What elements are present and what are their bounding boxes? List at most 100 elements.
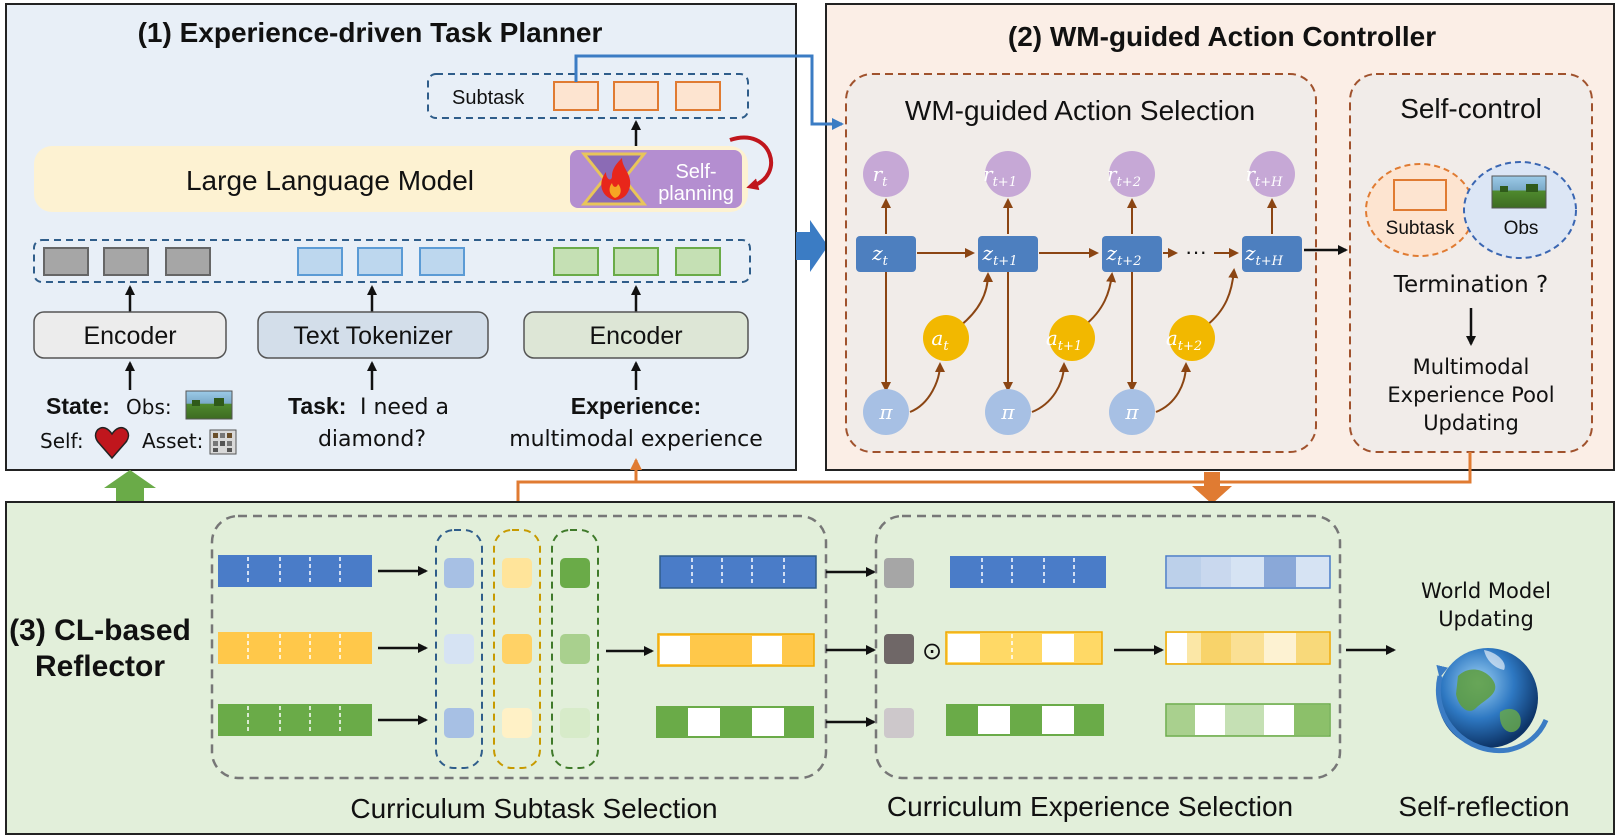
termination-label: Termination ? bbox=[1393, 272, 1548, 298]
svg-text:rt+2: rt+2 bbox=[1107, 162, 1141, 190]
experience-text: multimodal experience bbox=[509, 427, 763, 452]
token-row bbox=[33, 239, 751, 283]
step-t-plus-1: rt+1 zt+1 π at+1 bbox=[978, 151, 1095, 435]
svg-text:zt+1: zt+1 bbox=[982, 241, 1018, 269]
curriculum-subtask-box bbox=[210, 514, 828, 780]
task-line1: I need a bbox=[360, 395, 449, 420]
encoder-right: Encoder bbox=[523, 311, 749, 359]
selected-bar-blue bbox=[659, 555, 817, 589]
svg-text:rt+H: rt+H bbox=[1245, 162, 1283, 190]
policy-node bbox=[1109, 389, 1155, 435]
svg-text:π: π bbox=[878, 400, 893, 424]
pool-line2: Experience Pool bbox=[1387, 383, 1554, 407]
action-selection-box: WM-guided Action Selection bbox=[845, 73, 1317, 453]
curriculum-experience-caption: Curriculum Experience Selection bbox=[887, 791, 1293, 822]
experience-bar-yellow bbox=[945, 631, 1103, 665]
svg-text:π: π bbox=[1124, 400, 1139, 424]
svg-text:zt+H: zt+H bbox=[1244, 241, 1284, 269]
weight-square-2 bbox=[884, 634, 914, 664]
svg-text:zt: zt bbox=[871, 241, 889, 269]
weight-square-1 bbox=[884, 558, 914, 588]
reward-node bbox=[1109, 151, 1155, 197]
subtask-bar-green bbox=[218, 704, 372, 736]
weighted-bar-blue bbox=[1165, 555, 1331, 589]
step-t-plus-2: rt+2 zt+2 π at+2 bbox=[1102, 151, 1215, 435]
reward-node bbox=[1249, 151, 1295, 197]
controller-title: (2) WM-guided Action Controller bbox=[1008, 21, 1436, 52]
asset-label: Asset: bbox=[142, 429, 203, 453]
svg-text:π: π bbox=[1000, 400, 1015, 424]
subtask-label: Subtask bbox=[452, 87, 525, 109]
policy-node bbox=[985, 389, 1031, 435]
latent-node bbox=[978, 236, 1038, 272]
self-control-obs-label: Obs bbox=[1504, 218, 1539, 239]
globe-icon bbox=[1438, 648, 1538, 748]
self-reflection-caption: Self-reflection bbox=[1398, 791, 1569, 822]
self-control-title: Self-control bbox=[1400, 93, 1542, 124]
reward-node bbox=[863, 151, 909, 197]
planner-to-controller-arrow bbox=[796, 220, 828, 272]
curriculum-subtask-caption: Curriculum Subtask Selection bbox=[350, 793, 717, 824]
task-line2: diamond? bbox=[318, 427, 426, 452]
selected-bar-green bbox=[656, 706, 814, 738]
obs-label: Obs: bbox=[126, 395, 172, 419]
world-model-line1: World Model bbox=[1421, 579, 1551, 603]
policy-node bbox=[863, 389, 909, 435]
weighted-bar-green bbox=[1165, 703, 1331, 737]
subtask-output-box: Subtask bbox=[427, 73, 749, 119]
experience-bar-green bbox=[946, 704, 1104, 736]
llm-label: Large Language Model bbox=[186, 165, 474, 196]
experience-bar-blue bbox=[950, 556, 1106, 588]
svg-text:zt+2: zt+2 bbox=[1106, 241, 1142, 269]
self-control-subtask-label: Subtask bbox=[1386, 218, 1455, 239]
text-tokenizer: Text Tokenizer bbox=[257, 311, 489, 359]
step-t-plus-h: rt+H zt+H bbox=[1242, 151, 1302, 272]
subtask-bar-yellow bbox=[218, 632, 372, 664]
planner-panel: (1) Experience-driven Task Planner Subta… bbox=[5, 3, 797, 471]
planner-title: (1) Experience-driven Task Planner bbox=[138, 17, 603, 48]
reflector-title-line2: Reflector bbox=[35, 650, 165, 683]
reflector-title-line1: (3) CL-based bbox=[9, 614, 191, 647]
experience-input: Experience: multimodal experience bbox=[509, 393, 763, 452]
transition-arrows bbox=[881, 198, 1277, 413]
curriculum-experience-box: ⊙ bbox=[874, 514, 1342, 780]
task-input: Task: I need a diamond? bbox=[288, 393, 449, 452]
heart-icon bbox=[94, 426, 130, 460]
weighted-bar-yellow bbox=[1165, 631, 1331, 665]
encoder-right-label: Encoder bbox=[589, 322, 682, 350]
self-label: Self: bbox=[40, 429, 84, 453]
fire-icon bbox=[601, 158, 631, 200]
svg-text:rt: rt bbox=[873, 162, 889, 190]
reward-node bbox=[985, 151, 1031, 197]
encoder-left-label: Encoder bbox=[83, 322, 176, 350]
svg-text:at: at bbox=[931, 326, 949, 354]
experience-label: Experience: bbox=[571, 393, 701, 419]
loop-arrow-icon bbox=[729, 135, 773, 191]
ellipsis: ··· bbox=[1185, 239, 1207, 264]
action-node bbox=[1169, 315, 1215, 361]
controller-to-reflector-arrow bbox=[1192, 472, 1232, 504]
score-column-blue bbox=[435, 529, 483, 769]
encoder-left: Encoder bbox=[33, 311, 227, 359]
minecraft-obs-icon bbox=[185, 390, 233, 420]
action-node bbox=[923, 315, 969, 361]
odot-symbol: ⊙ bbox=[922, 638, 942, 665]
pool-line3: Updating bbox=[1423, 411, 1519, 435]
reflector-to-planner-arrow bbox=[104, 470, 156, 502]
state-input: State: Obs: Self: Asset: bbox=[40, 390, 237, 460]
experience-feedback-arrow bbox=[630, 452, 1472, 484]
score-column-yellow bbox=[493, 529, 541, 769]
subtask-to-controller-arrow bbox=[574, 54, 844, 130]
minecraft-obs-icon bbox=[1491, 175, 1547, 209]
task-label: Task: bbox=[288, 393, 346, 419]
world-model-line2: Updating bbox=[1438, 607, 1534, 631]
latent-node bbox=[856, 236, 916, 272]
latent-node bbox=[1102, 236, 1162, 272]
step-t: rt zt π at bbox=[856, 151, 969, 435]
state-label: State: bbox=[46, 393, 110, 419]
reflector-panel: (3) CL-based Reflector bbox=[5, 501, 1615, 835]
selected-bar-yellow bbox=[657, 633, 815, 667]
loop-arrow-icon bbox=[1435, 664, 1549, 754]
self-planning-label: Self-planning bbox=[658, 161, 734, 205]
